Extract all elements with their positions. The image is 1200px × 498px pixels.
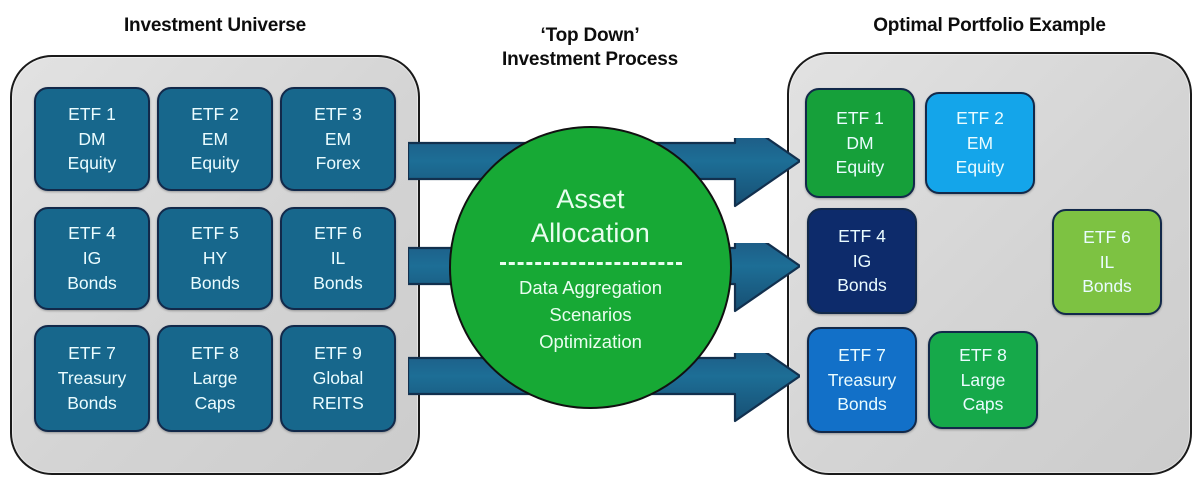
center-process-title: ‘Top Down’ Investment Process: [502, 25, 678, 71]
etf-tile-line2: EM: [324, 128, 352, 149]
etf-tile-line1: ETF 1: [68, 103, 116, 124]
etf-tile-line2: DM: [78, 128, 106, 149]
asset-allocation-heading: Asset Allocation: [530, 184, 651, 248]
dashed-divider: [499, 261, 682, 265]
etf-tile-line1: ETF 3: [314, 103, 362, 124]
etf-tile-line2: Global: [312, 368, 364, 389]
etf-tile-universe-2[interactable]: ETF 2 EM Equity: [157, 87, 273, 191]
etf-tile-line3: Bonds: [837, 275, 887, 296]
left-panel-title: Investment Universe: [123, 15, 307, 36]
etf-tile-line3: Bonds: [313, 272, 363, 293]
etf-tile-line2: IG: [852, 250, 872, 271]
etf-tile-line3: Equity: [955, 157, 1005, 178]
etf-tile-universe-7[interactable]: ETF 7 Treasury Bonds: [34, 325, 150, 432]
etf-tile-portfolio-8[interactable]: ETF 8 Large Caps: [928, 331, 1038, 429]
asset-allocation-steps: Data Aggregation Scenarios Optimization: [519, 276, 662, 353]
asset-allocation-circle[interactable]: Asset Allocation Data Aggregation Scenar…: [449, 126, 732, 409]
etf-tile-line1: ETF 7: [68, 343, 116, 364]
etf-tile-line2: EM: [966, 132, 994, 153]
etf-tile-line2: Large: [192, 368, 238, 389]
etf-tile-line2: DM: [846, 132, 874, 153]
etf-tile-line2: Large: [960, 369, 1006, 390]
etf-tile-line1: ETF 8: [191, 343, 239, 364]
etf-tile-portfolio-2[interactable]: ETF 2 EM Equity: [925, 92, 1035, 194]
etf-tile-portfolio-4[interactable]: ETF 4 IG Bonds: [807, 208, 917, 314]
etf-tile-line3: Equity: [67, 153, 117, 174]
etf-tile-line1: ETF 7: [838, 344, 886, 365]
etf-tile-line1: ETF 2: [956, 107, 1004, 128]
etf-tile-line1: ETF 4: [838, 225, 886, 246]
etf-tile-line3: Bonds: [837, 394, 887, 415]
etf-tile-line1: ETF 6: [1083, 226, 1131, 247]
etf-tile-line2: EM: [201, 128, 229, 149]
etf-tile-portfolio-6[interactable]: ETF 6 IL Bonds: [1052, 209, 1162, 315]
etf-tile-line3: Bonds: [67, 392, 117, 413]
etf-tile-line1: ETF 4: [68, 223, 116, 244]
etf-tile-line1: ETF 9: [314, 343, 362, 364]
etf-tile-portfolio-1[interactable]: ETF 1 DM Equity: [805, 88, 915, 198]
etf-tile-line1: ETF 6: [314, 223, 362, 244]
etf-tile-line3: Caps: [194, 392, 236, 413]
etf-tile-line2: IL: [330, 248, 346, 269]
etf-tile-line3: Equity: [835, 157, 885, 178]
etf-tile-line3: Bonds: [67, 272, 117, 293]
etf-tile-line1: ETF 1: [836, 107, 884, 128]
etf-tile-line3: Forex: [315, 153, 361, 174]
etf-tile-universe-3[interactable]: ETF 3 EM Forex: [280, 87, 396, 191]
etf-tile-line2: IL: [1099, 251, 1115, 272]
etf-tile-universe-4[interactable]: ETF 4 IG Bonds: [34, 207, 150, 310]
etf-tile-universe-1[interactable]: ETF 1 DM Equity: [34, 87, 150, 191]
etf-tile-line2: Treasury: [827, 369, 897, 390]
etf-tile-universe-9[interactable]: ETF 9 Global REITS: [280, 325, 396, 432]
etf-tile-universe-5[interactable]: ETF 5 HY Bonds: [157, 207, 273, 310]
etf-tile-universe-6[interactable]: ETF 6 IL Bonds: [280, 207, 396, 310]
etf-tile-line2: Treasury: [57, 368, 127, 389]
etf-tile-line3: Caps: [962, 394, 1004, 415]
etf-tile-line2: IG: [82, 248, 102, 269]
etf-tile-line3: Equity: [190, 153, 240, 174]
right-panel-title: Optimal Portfolio Example: [873, 15, 1106, 36]
etf-tile-line1: ETF 8: [959, 344, 1007, 365]
etf-tile-line3: Bonds: [190, 272, 240, 293]
etf-tile-line3: Bonds: [1082, 276, 1132, 297]
etf-tile-line2: HY: [202, 248, 228, 269]
etf-tile-line3: REITS: [312, 392, 364, 413]
etf-tile-line1: ETF 5: [191, 223, 239, 244]
etf-tile-universe-8[interactable]: ETF 8 Large Caps: [157, 325, 273, 432]
etf-tile-line1: ETF 2: [191, 103, 239, 124]
etf-tile-portfolio-7[interactable]: ETF 7 Treasury Bonds: [807, 327, 917, 433]
